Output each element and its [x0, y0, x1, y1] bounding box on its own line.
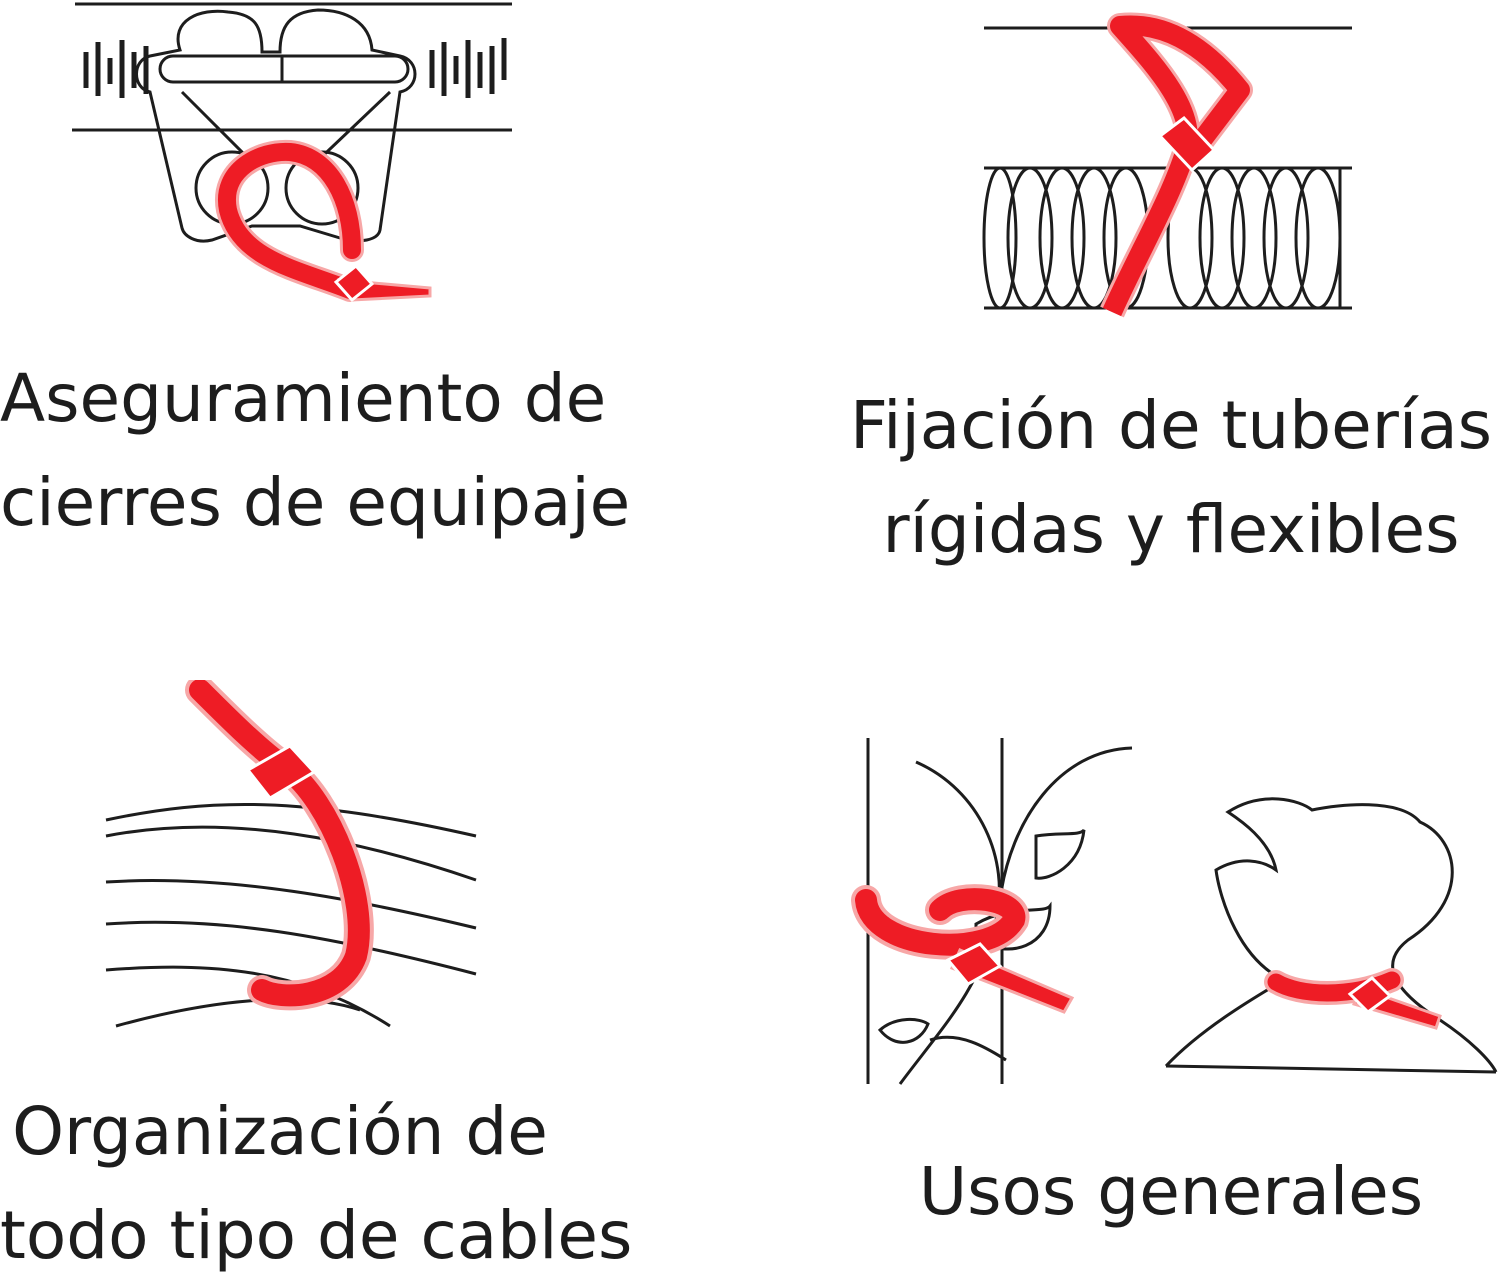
pipe-tie-icon	[982, 12, 1352, 318]
caption-line: Aseguramiento de	[0, 360, 607, 437]
caption-cables: Organización de todo tipo de cables	[0, 1080, 633, 1288]
caption-luggage: Aseguramiento de cierres de equipaje	[0, 347, 631, 555]
panel-general: Usos generales	[750, 640, 1500, 1280]
panel-cables: Organización de todo tipo de cables	[0, 640, 750, 1280]
caption-general: Usos generales	[832, 1140, 1500, 1244]
caption-line: rígidas y flexibles	[882, 491, 1460, 568]
panel-luggage: Aseguramiento de cierres de equipaje	[0, 0, 750, 640]
caption-pipes: Fijación de tuberías rígidas y flexibles	[832, 374, 1500, 582]
caption-line: todo tipo de cables	[0, 1197, 633, 1274]
caption-line: cierres de equipaje	[0, 464, 631, 541]
caption-line: Fijación de tuberías	[849, 387, 1493, 464]
luggage-zipper-tie-icon	[72, 2, 512, 303]
plant-and-bag-tie-icon	[851, 738, 1498, 1085]
caption-line: Organización de	[12, 1093, 548, 1170]
panel-pipes: Fijación de tuberías rígidas y flexibles	[750, 0, 1500, 640]
caption-line: Usos generales	[918, 1153, 1424, 1230]
cable-bundle-tie-icon	[105, 680, 477, 1028]
